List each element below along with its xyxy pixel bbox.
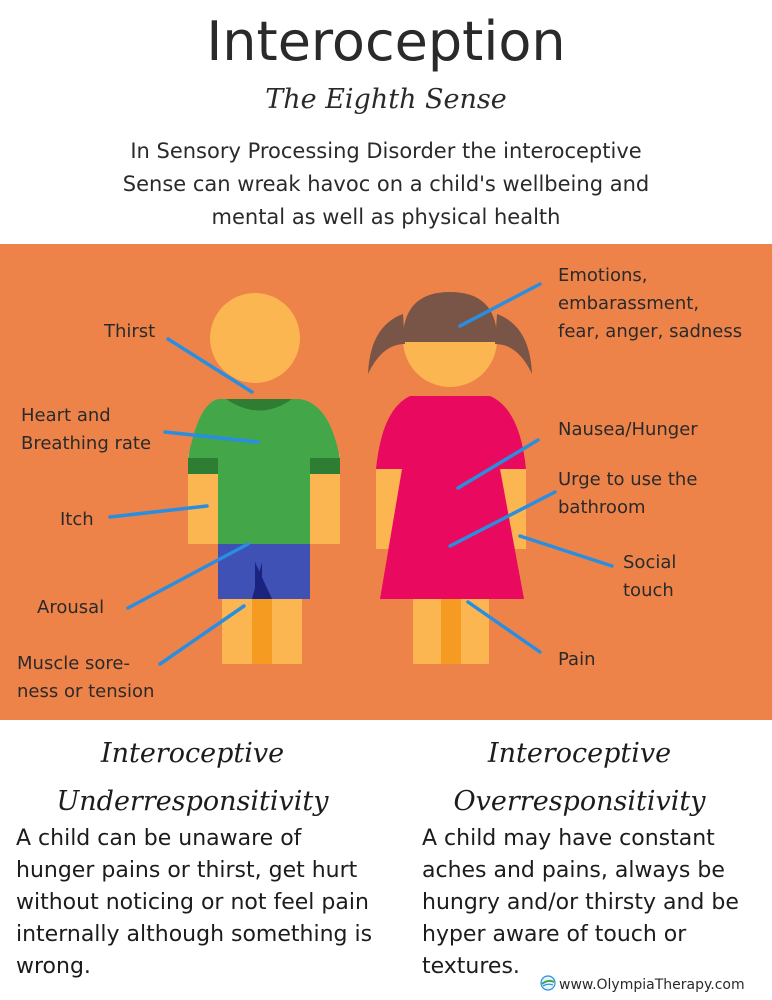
- label-line: Urge to use the: [558, 469, 698, 490]
- girl-left-pigtail: [368, 314, 405, 374]
- body-line: aches and pains, always be: [422, 858, 725, 883]
- heading-line: Interoceptive: [487, 738, 672, 769]
- label-thirst: Thirst: [104, 318, 155, 346]
- intro-line: mental as well as physical health: [211, 205, 561, 229]
- body-line: A child can be unaware of: [16, 826, 302, 851]
- body-line: A child may have constant: [422, 826, 715, 851]
- label-line: ness or tension: [17, 681, 155, 702]
- label-line: Itch: [60, 509, 94, 530]
- label-line: embarassment,: [558, 293, 700, 314]
- label-line: Nausea/Hunger: [558, 419, 698, 440]
- pointer-lines: [108, 282, 614, 666]
- boy-right-cuff: [310, 458, 340, 474]
- boy-figure: [188, 293, 340, 664]
- heading-line: Overresponsitivity: [453, 786, 706, 817]
- label-line: Emotions,: [558, 265, 648, 286]
- pointer-urge: [448, 490, 557, 548]
- intro-line: In Sensory Processing Disorder the inter…: [130, 139, 642, 163]
- label-line: touch: [623, 580, 674, 601]
- label-pain: Pain: [558, 646, 596, 674]
- label-heart-breathing: Heart and Breathing rate: [21, 402, 151, 458]
- intro-line: Sense can wreak havoc on a child's wellb…: [122, 172, 650, 196]
- pointer-emotions: [458, 282, 542, 328]
- pointer-nausea: [456, 438, 540, 490]
- pointer-thirst: [166, 337, 254, 394]
- pointer-itch: [108, 504, 209, 519]
- label-line: Social: [623, 552, 677, 573]
- label-line: Thirst: [104, 321, 156, 342]
- diagram-panel: Thirst Heart and Breathing rate Itch Aro…: [0, 244, 772, 720]
- body-line: internally although something is: [16, 922, 373, 947]
- body-line: without noticing or not feel pain: [16, 890, 369, 915]
- label-line: fear, anger, sadness: [558, 321, 743, 342]
- footer-url[interactable]: www.OlympiaTherapy.com: [559, 977, 745, 993]
- label-nausea-hunger: Nausea/Hunger: [558, 416, 698, 444]
- pointer-arousal: [126, 542, 250, 610]
- girl-leg-shadow: [441, 584, 461, 664]
- boy-collar: [226, 399, 292, 411]
- label-emotions: Emotions, embarassment, fear, anger, sad…: [558, 262, 742, 346]
- pointer-pain: [466, 600, 542, 654]
- body-line: hungry and/or thirsty and be: [422, 890, 739, 915]
- under-heading: Interoceptive Underresponsitivity: [0, 730, 385, 826]
- under-body: A child can be unaware of hunger pains o…: [16, 823, 388, 983]
- pointer-heart: [163, 430, 260, 444]
- label-line: bathroom: [558, 497, 646, 518]
- label-line: Breathing rate: [21, 433, 152, 454]
- pointer-social: [518, 534, 614, 568]
- label-line: Muscle sore-: [17, 653, 130, 674]
- body-line: hunger pains or thirst, get hurt: [16, 858, 358, 883]
- children-illustration: [108, 282, 614, 666]
- intro-text: In Sensory Processing Disorder the inter…: [70, 135, 702, 234]
- label-line: Heart and: [21, 405, 111, 426]
- footer-credit: www.OlympiaTherapy.com: [540, 975, 745, 995]
- over-heading: Interoceptive Overresponsitivity: [387, 730, 772, 826]
- label-line: Arousal: [37, 597, 105, 618]
- girl-dress: [376, 396, 526, 599]
- boy-shirt: [188, 399, 340, 544]
- page-subtitle: The Eighth Sense: [265, 84, 507, 115]
- label-arousal: Arousal: [37, 594, 104, 622]
- body-line: textures.: [422, 954, 520, 979]
- label-social-touch: Social touch: [623, 549, 676, 605]
- boy-left-cuff: [188, 458, 218, 474]
- pointer-muscle: [158, 604, 246, 666]
- body-line: wrong.: [16, 954, 91, 979]
- label-urge-bathroom: Urge to use the bathroom: [558, 466, 697, 522]
- heading-line: Underresponsitivity: [56, 786, 329, 817]
- over-body: A child may have constant aches and pain…: [422, 823, 772, 983]
- boy-head: [210, 293, 300, 383]
- boy-shorts-gap-2: [252, 562, 262, 599]
- heading-line: Interoceptive: [100, 738, 285, 769]
- girl-figure: [368, 292, 532, 664]
- girl-right-pigtail: [495, 314, 532, 374]
- label-itch: Itch: [60, 506, 94, 534]
- page-title: Interoception: [206, 10, 566, 73]
- body-line: hyper aware of touch or: [422, 922, 687, 947]
- girl-hair: [403, 292, 497, 342]
- globe-icon: [540, 975, 556, 995]
- label-line: Pain: [558, 649, 596, 670]
- label-muscle: Muscle sore- ness or tension: [17, 650, 154, 706]
- boy-shorts: [218, 544, 310, 599]
- boy-leg-shadow: [252, 594, 272, 664]
